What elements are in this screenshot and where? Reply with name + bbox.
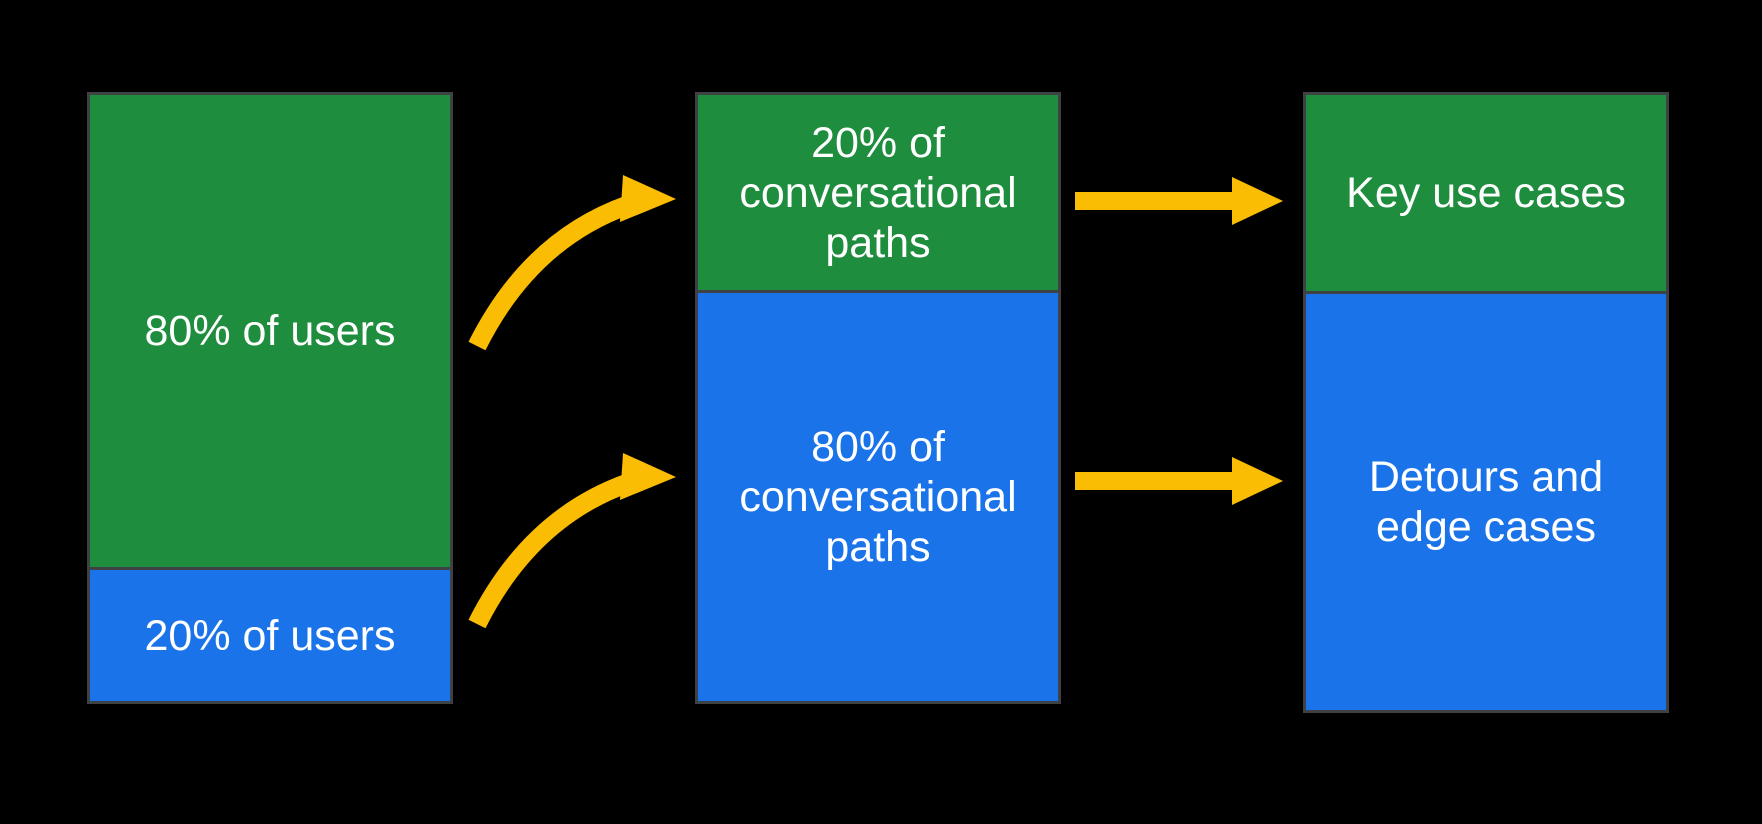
straight-arrow-bottom-icon xyxy=(1075,457,1283,505)
users-minority-label: 20% of users xyxy=(144,611,396,660)
key-use-cases-label: Key use cases xyxy=(1346,169,1626,217)
straight-arrow-top-icon xyxy=(1075,177,1283,225)
users-column: 80% of users 20% of users xyxy=(87,92,453,704)
users-majority-label: 80% of users xyxy=(144,307,396,355)
paths-long-tail-segment: 80% of conversational paths xyxy=(698,293,1058,701)
users-majority-segment: 80% of users xyxy=(90,95,450,567)
curved-arrow-bottom-icon xyxy=(468,453,676,629)
users-minority-segment: 20% of users xyxy=(90,570,450,701)
detours-edge-cases-label: Detours and edge cases xyxy=(1368,453,1604,551)
paths-key-segment: 20% of conversational paths xyxy=(698,95,1058,290)
paths-key-label: 20% of conversational paths xyxy=(739,118,1017,267)
outcomes-column: Key use cases Detours and edge cases xyxy=(1303,92,1669,713)
key-use-cases-segment: Key use cases xyxy=(1306,95,1666,291)
paths-long-tail-label: 80% of conversational paths xyxy=(739,423,1017,571)
detours-edge-cases-segment: Detours and edge cases xyxy=(1306,294,1666,710)
conversational-paths-column: 20% of conversational paths 80% of conve… xyxy=(695,92,1061,704)
curved-arrow-top-icon xyxy=(468,175,676,351)
